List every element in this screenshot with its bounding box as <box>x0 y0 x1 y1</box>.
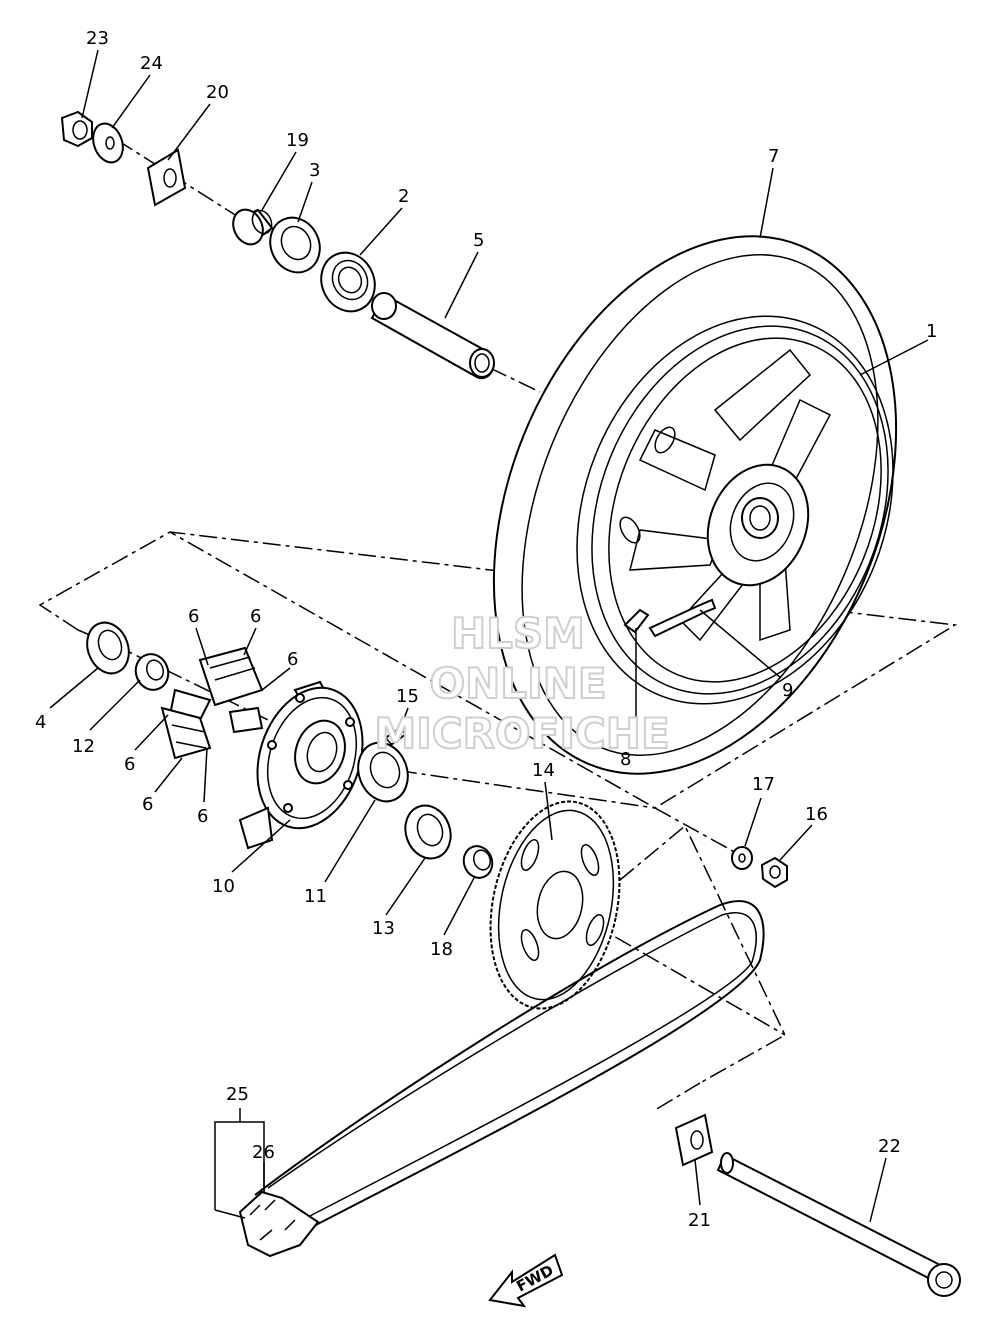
callout-9: 9 <box>782 680 793 701</box>
part-22-axle <box>716 1152 961 1297</box>
callout-2: 2 <box>398 186 409 207</box>
part-11-bearing <box>357 741 409 803</box>
part-24-washer <box>92 122 124 164</box>
callout-6a: 6 <box>188 606 199 627</box>
callout-1: 1 <box>926 321 937 342</box>
forward-arrow-icon: FWD <box>488 1253 564 1308</box>
part-2-bearing <box>320 251 376 313</box>
watermark: HLSM ONLINE MICROFICHE <box>373 608 670 759</box>
part-12-collar <box>134 653 170 691</box>
callout-6e: 6 <box>142 794 153 815</box>
callout-6b: 6 <box>250 606 261 627</box>
callout-23: 23 <box>86 28 109 49</box>
part-23-nut <box>60 110 93 148</box>
leader-lines <box>49 49 929 1223</box>
part-10-hub <box>238 680 364 850</box>
callout-26: 26 <box>252 1142 275 1163</box>
callout-20: 20 <box>206 82 229 103</box>
fwd-label: FWD <box>513 1261 556 1295</box>
callout-6c: 6 <box>287 649 298 670</box>
callout-19: 19 <box>286 130 309 151</box>
part-21-chain-puller <box>674 1113 714 1167</box>
callout-18: 18 <box>430 939 453 960</box>
part-25-drive-chain <box>238 900 765 1258</box>
callout-22: 22 <box>878 1136 901 1157</box>
callout-21: 21 <box>688 1210 711 1231</box>
callout-15: 15 <box>396 686 419 707</box>
wheel-assembly <box>492 235 898 775</box>
callout-8: 8 <box>620 749 631 770</box>
part-16-nut <box>760 856 788 889</box>
callout-24: 24 <box>140 53 163 74</box>
callout-6f: 6 <box>197 806 208 827</box>
part-6-dampers <box>160 646 264 760</box>
watermark-line-3: MICROFICHE <box>374 709 669 758</box>
part-3-oil-seal <box>269 216 321 274</box>
part-13-oil-seal <box>404 804 452 860</box>
valve-and-weight <box>623 598 717 638</box>
callout-3: 3 <box>309 160 320 181</box>
callout-6d: 6 <box>124 754 135 775</box>
callout-5: 5 <box>473 230 484 251</box>
part-17-washer <box>731 846 753 870</box>
part-19-collar <box>232 208 274 246</box>
callout-16: 16 <box>805 804 828 825</box>
callout-25: 25 <box>226 1084 249 1105</box>
callout-17: 17 <box>752 774 775 795</box>
callout-10: 10 <box>212 876 235 897</box>
callout-13: 13 <box>372 918 395 939</box>
watermark-line-2: ONLINE <box>429 659 606 708</box>
callout-14: 14 <box>532 760 555 781</box>
part-5-collar <box>370 292 495 380</box>
part-18-collar <box>462 845 494 879</box>
part-4-bearing <box>86 621 130 675</box>
callout-7: 7 <box>768 146 779 167</box>
watermark-line-1: HLSM <box>451 609 585 658</box>
part-14-sprocket <box>489 800 621 1010</box>
callout-11: 11 <box>304 886 327 907</box>
callout-labels: 23 24 20 19 3 2 5 7 1 9 8 4 12 6 6 6 6 6… <box>35 28 937 1231</box>
callout-4: 4 <box>35 712 46 733</box>
part-20-chain-puller <box>146 148 187 207</box>
callout-12: 12 <box>72 736 95 757</box>
